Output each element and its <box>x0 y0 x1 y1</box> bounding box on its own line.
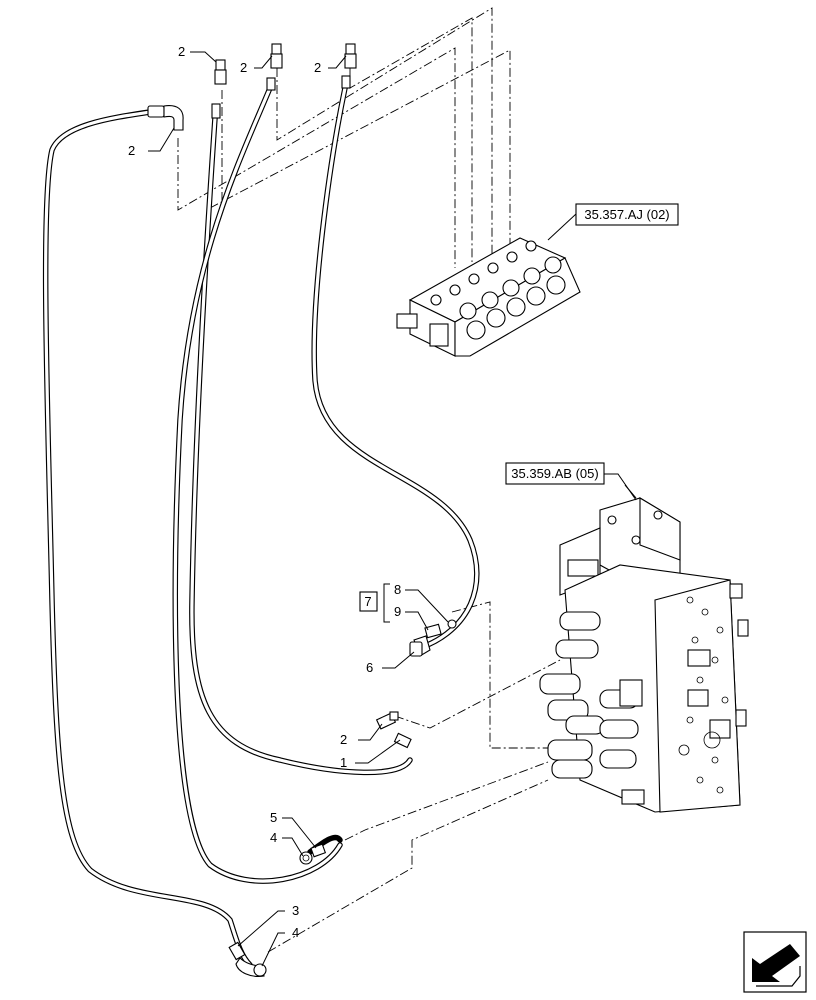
callout-8[interactable]: 8 <box>394 582 401 597</box>
valve-body-holes <box>678 583 749 794</box>
valve-spools <box>539 611 731 805</box>
callout-5[interactable]: 5 <box>270 810 277 825</box>
control-valve-assembly: 35.359.AB (05) <box>505 462 749 813</box>
callout-2-top-right[interactable]: 2 <box>314 60 321 75</box>
ref-valve-block[interactable]: 35.357.AJ (02) <box>584 207 669 222</box>
callout-2-top-left[interactable]: 2 <box>178 44 185 59</box>
elbow-fitting-left <box>147 105 184 131</box>
fitting-3-4 <box>228 941 267 977</box>
callout-3[interactable]: 3 <box>292 903 299 918</box>
callout-4-bottom[interactable]: 4 <box>292 925 299 940</box>
callout-numbers: 2 2 2 2 8 9 6 2 1 5 4 3 4 <box>128 44 401 940</box>
callout-2-top-mid[interactable]: 2 <box>240 60 247 75</box>
callout-6[interactable]: 6 <box>366 660 373 675</box>
fitting-6-8-9 <box>409 619 457 657</box>
callout-1[interactable]: 1 <box>340 755 347 770</box>
callout-4-mid[interactable]: 4 <box>270 830 277 845</box>
next-page-arrow-icon[interactable] <box>743 931 807 993</box>
straight-fitting-2 <box>266 43 283 91</box>
kit-group-7: 7 <box>359 583 390 623</box>
fitting-1-2 <box>375 711 412 749</box>
fitting-4-5 <box>299 843 327 865</box>
routing-lines <box>177 7 561 953</box>
straight-fitting-3 <box>341 43 357 89</box>
hose-assemblies <box>42 85 480 968</box>
ref-control-valve[interactable]: 35.359.AB (05) <box>511 466 598 481</box>
callout-leaders <box>148 51 449 967</box>
callout-2-left-elbow[interactable]: 2 <box>128 143 135 158</box>
valve-block-assembly: 35.357.AJ (02) <box>396 203 679 357</box>
kit-box <box>359 591 378 612</box>
kit-number[interactable]: 7 <box>364 594 371 609</box>
callout-2-lower[interactable]: 2 <box>340 732 347 747</box>
fittings <box>147 43 457 977</box>
ref-box-control-valve <box>505 462 605 485</box>
callout-9[interactable]: 9 <box>394 604 401 619</box>
valve-ports <box>429 240 566 347</box>
ref-box-valve-block <box>575 203 679 226</box>
straight-fitting-1 <box>211 59 227 119</box>
